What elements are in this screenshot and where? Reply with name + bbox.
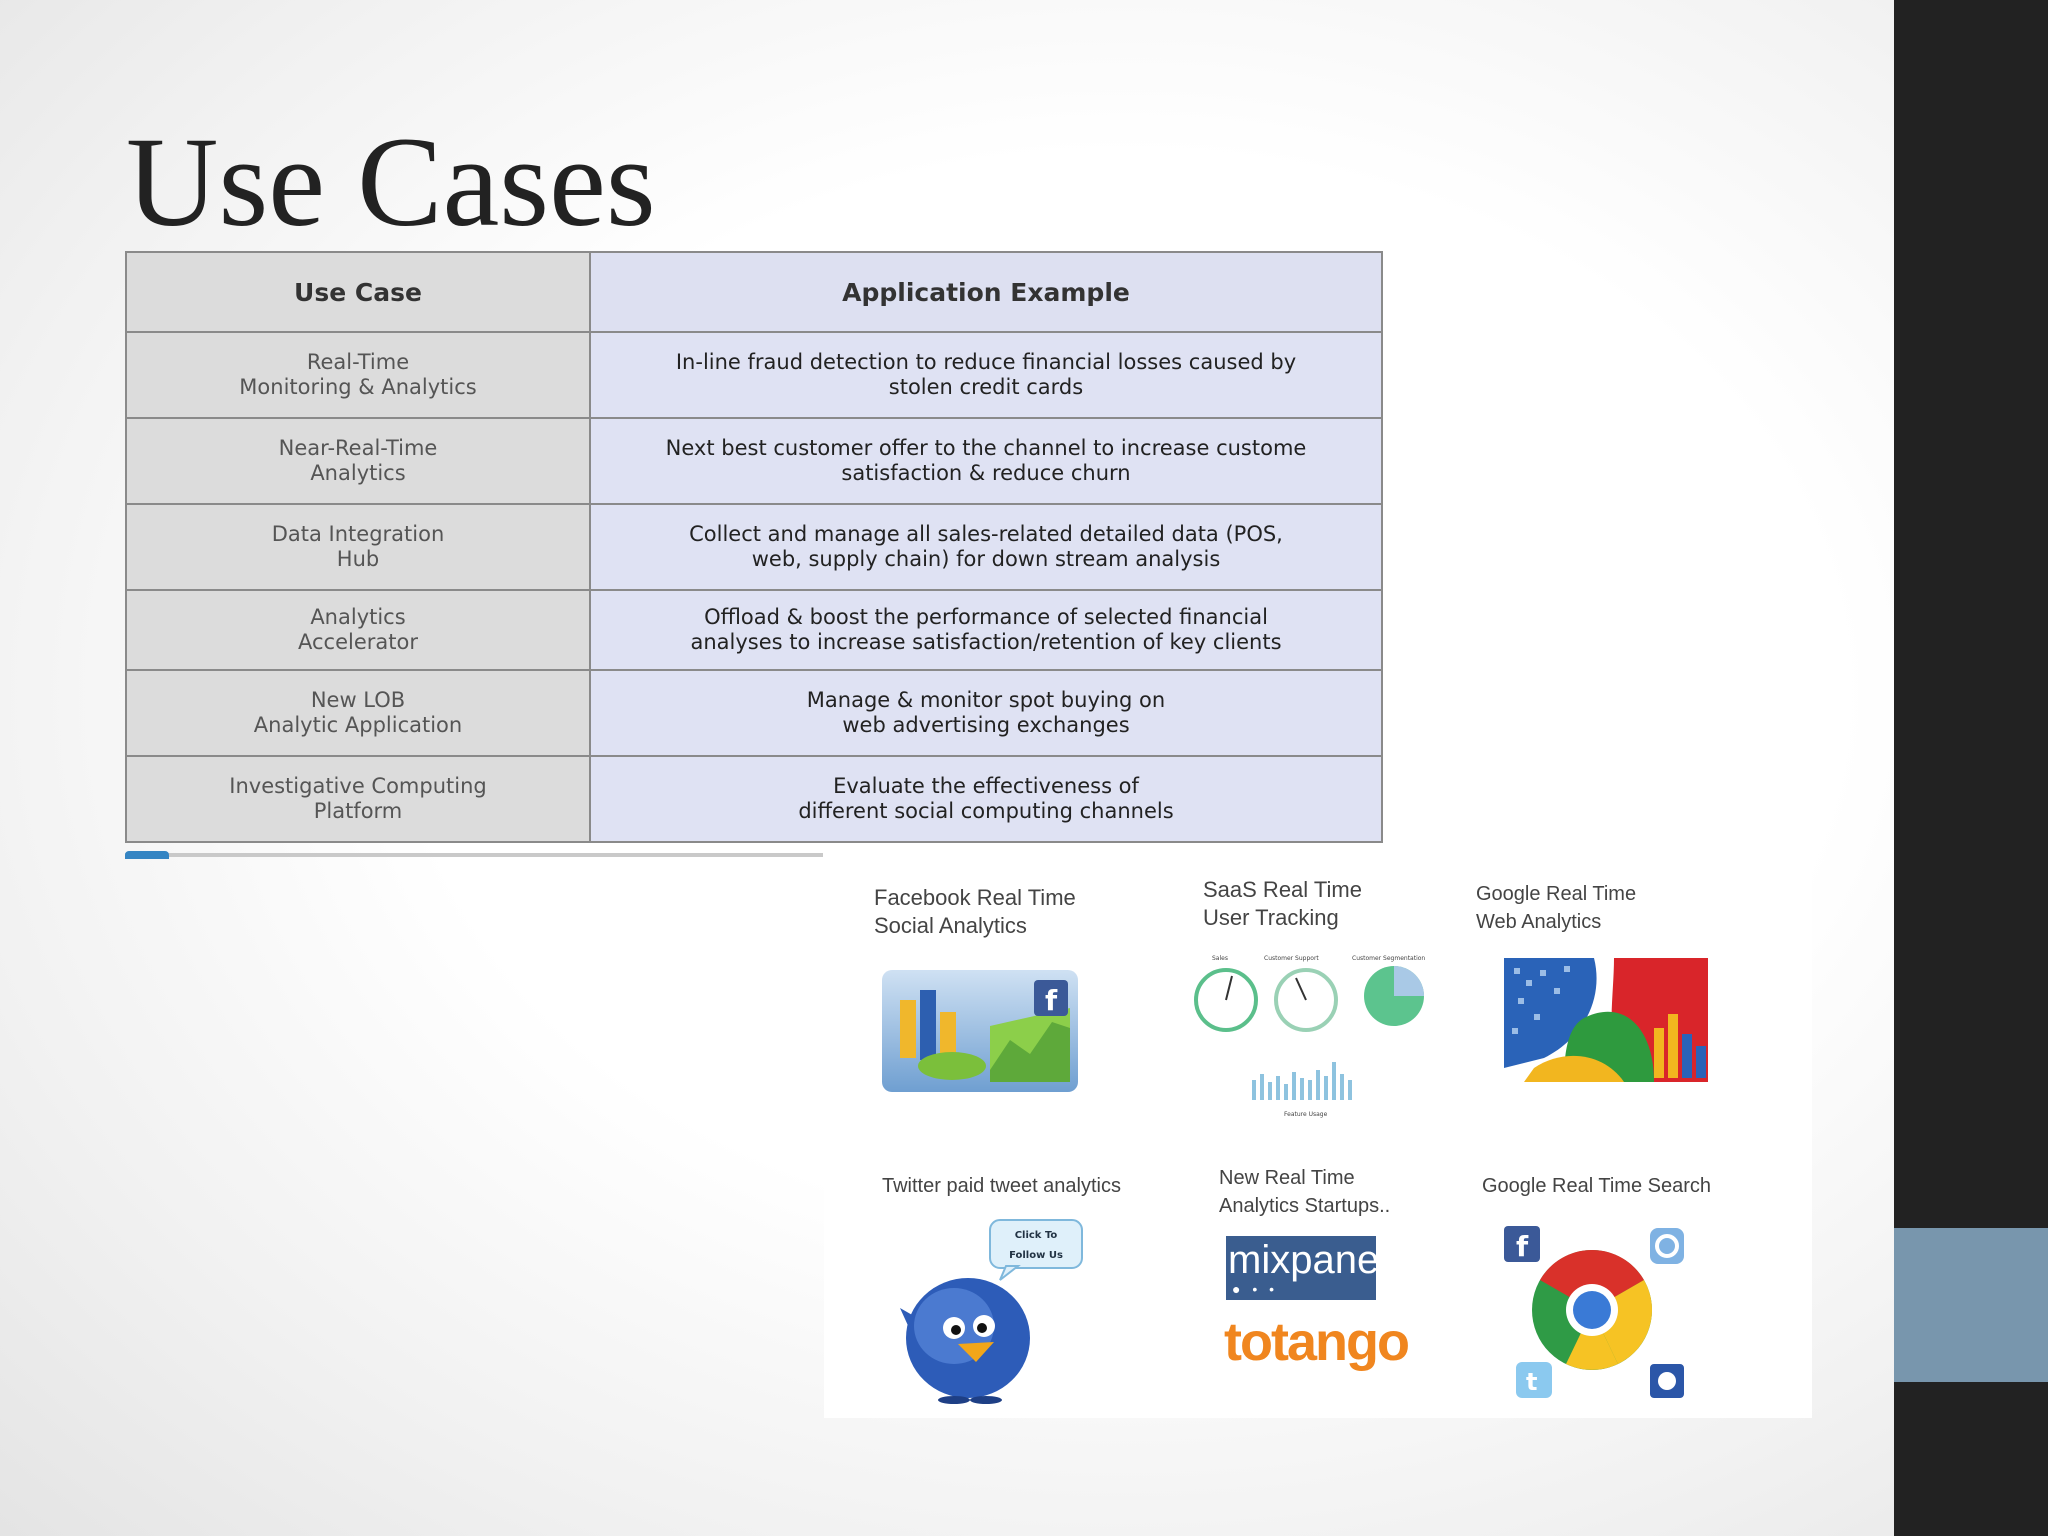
saas-caption: SaaS Real Time User Tracking xyxy=(1203,877,1362,930)
twitter-caption: Twitter paid tweet analytics xyxy=(882,1175,1121,1197)
bubble-line-1: Click To xyxy=(1015,1230,1058,1241)
use-case-table: Use Case Application Example Real-Time M… xyxy=(125,251,1383,843)
google-search-icon: f t xyxy=(1504,1226,1684,1398)
use-case-cell: Real-Time Monitoring & Analytics xyxy=(125,331,591,419)
google-search-caption: Google Real Time Search xyxy=(1482,1175,1712,1197)
saas-label-sales: Sales xyxy=(1212,955,1228,962)
header-application-example: Application Example xyxy=(589,251,1383,333)
saas-label-feature-usage: Feature Usage xyxy=(1284,1111,1328,1118)
table-row: Data Integration Hub Collect and manage … xyxy=(125,503,1383,591)
header-use-case: Use Case xyxy=(125,251,591,333)
saas-label-segmentation: Customer Segmentation xyxy=(1352,955,1425,962)
saas-dashboard-icon: Sales Customer Support Customer Segmenta… xyxy=(1194,955,1425,1118)
google-analytics-icon xyxy=(1504,958,1708,1082)
twitter-bird-icon: Click To Follow Us xyxy=(900,1219,1083,1404)
example-cell: Evaluate the effectiveness of different … xyxy=(589,755,1383,843)
underline-accent xyxy=(125,851,169,859)
example-cell: Collect and manage all sales-related det… xyxy=(589,503,1383,591)
table-header-row: Use Case Application Example xyxy=(125,251,1383,333)
slide-title: Use Cases xyxy=(126,111,656,253)
svg-text:f: f xyxy=(1516,1230,1529,1263)
table-row: Near-Real-Time Analytics Next best custo… xyxy=(125,417,1383,505)
svg-text:f: f xyxy=(1045,984,1058,1017)
table-underline xyxy=(125,851,823,859)
saas-label-support: Customer Support xyxy=(1264,955,1319,962)
example-cell: In-line fraud detection to reduce financ… xyxy=(589,331,1383,419)
slide: Use Cases Use Case Application Example R… xyxy=(125,111,1812,1418)
mixpanel-logo-text: mixpanel xyxy=(1228,1238,1389,1282)
svg-text:t: t xyxy=(1526,1368,1537,1396)
use-case-cell: Investigative Computing Platform xyxy=(125,755,591,843)
example-cell: Next best customer offer to the channel … xyxy=(589,417,1383,505)
bubble-line-2: Follow Us xyxy=(1009,1250,1063,1261)
facebook-analytics-icon: f xyxy=(882,970,1078,1092)
startups-caption: New Real Time Analytics Startups.. xyxy=(1219,1167,1391,1217)
table-row: Analytics Accelerator Offload & boost th… xyxy=(125,589,1383,671)
facebook-caption: Facebook Real Time Social Analytics xyxy=(874,885,1076,938)
example-cell: Manage & monitor spot buying on web adve… xyxy=(589,669,1383,757)
example-cell: Offload & boost the performance of selec… xyxy=(589,589,1383,671)
table-row: Real-Time Monitoring & Analytics In-line… xyxy=(125,331,1383,419)
use-case-cell: New LOB Analytic Application xyxy=(125,669,591,757)
totango-logo: totango xyxy=(1224,1312,1410,1372)
use-case-cell: Data Integration Hub xyxy=(125,503,591,591)
google-web-caption: Google Real Time Web Analytics xyxy=(1476,883,1637,933)
use-case-cell: Analytics Accelerator xyxy=(125,589,591,671)
use-case-cell: Near-Real-Time Analytics xyxy=(125,417,591,505)
table-row: Investigative Computing Platform Evaluat… xyxy=(125,755,1383,843)
analytics-collage: Facebook Real Time Social Analytics SaaS… xyxy=(824,858,1812,1418)
sidebar-accent-block xyxy=(1894,1228,2048,1382)
mixpanel-logo: mixpanel ● • • xyxy=(1226,1236,1389,1300)
mixpanel-dots: ● • • xyxy=(1232,1281,1279,1297)
table-row: New LOB Analytic Application Manage & mo… xyxy=(125,669,1383,757)
